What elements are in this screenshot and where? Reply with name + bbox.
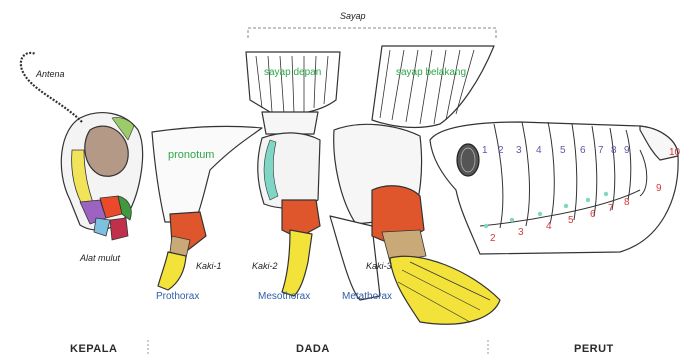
tergite-number: 9 [624,146,630,156]
sternite-number: 2 [490,234,496,244]
tergite-number: 5 [560,146,566,156]
perut-section-label: PERUT [574,344,614,355]
kaki-1-label: Kaki-1 [196,262,222,271]
sayap-belakang-label: sayap belakang [396,68,466,78]
kepala-section-label: KEPALA [70,344,117,355]
sternite-number: 5 [568,216,574,226]
alat-mulut-label: Alat mulut [80,254,120,263]
sternite-number: 6 [590,210,596,220]
kaki-2-label: Kaki-2 [252,262,278,271]
sternite-number: 9 [656,184,662,194]
sayap-label: Sayap [340,12,366,21]
metathorax-label: Metathorax [342,292,392,302]
tergite-number: 8 [611,146,617,156]
dada-section-label: DADA [296,344,330,355]
sternite-number: 7 [608,204,614,214]
sternite-number: 3 [518,228,524,238]
sternite-number: 8 [624,198,630,208]
mesothorax-label: Mesothorax [258,292,310,302]
sternite-number: 4 [546,222,552,232]
abdomen-drawing [430,122,678,254]
sayap-depan-label: sayap depan [264,68,321,78]
tergite-number: 2 [498,146,504,156]
tergite-number: 7 [598,146,604,156]
mesothorax-drawing [246,52,340,296]
tergite-number: 10 [669,148,680,158]
head-drawing [21,53,143,240]
tergite-number: 1 [482,146,488,156]
kaki-3-label: Kaki-3 [366,262,392,271]
prothorax-label: Prothorax [156,292,199,302]
pronotum-label: pronotum [168,150,214,161]
tergite-number: 4 [536,146,542,156]
tergite-number: 6 [580,146,586,156]
tergite-number: 3 [516,146,522,156]
antena-label: Antena [36,70,65,79]
